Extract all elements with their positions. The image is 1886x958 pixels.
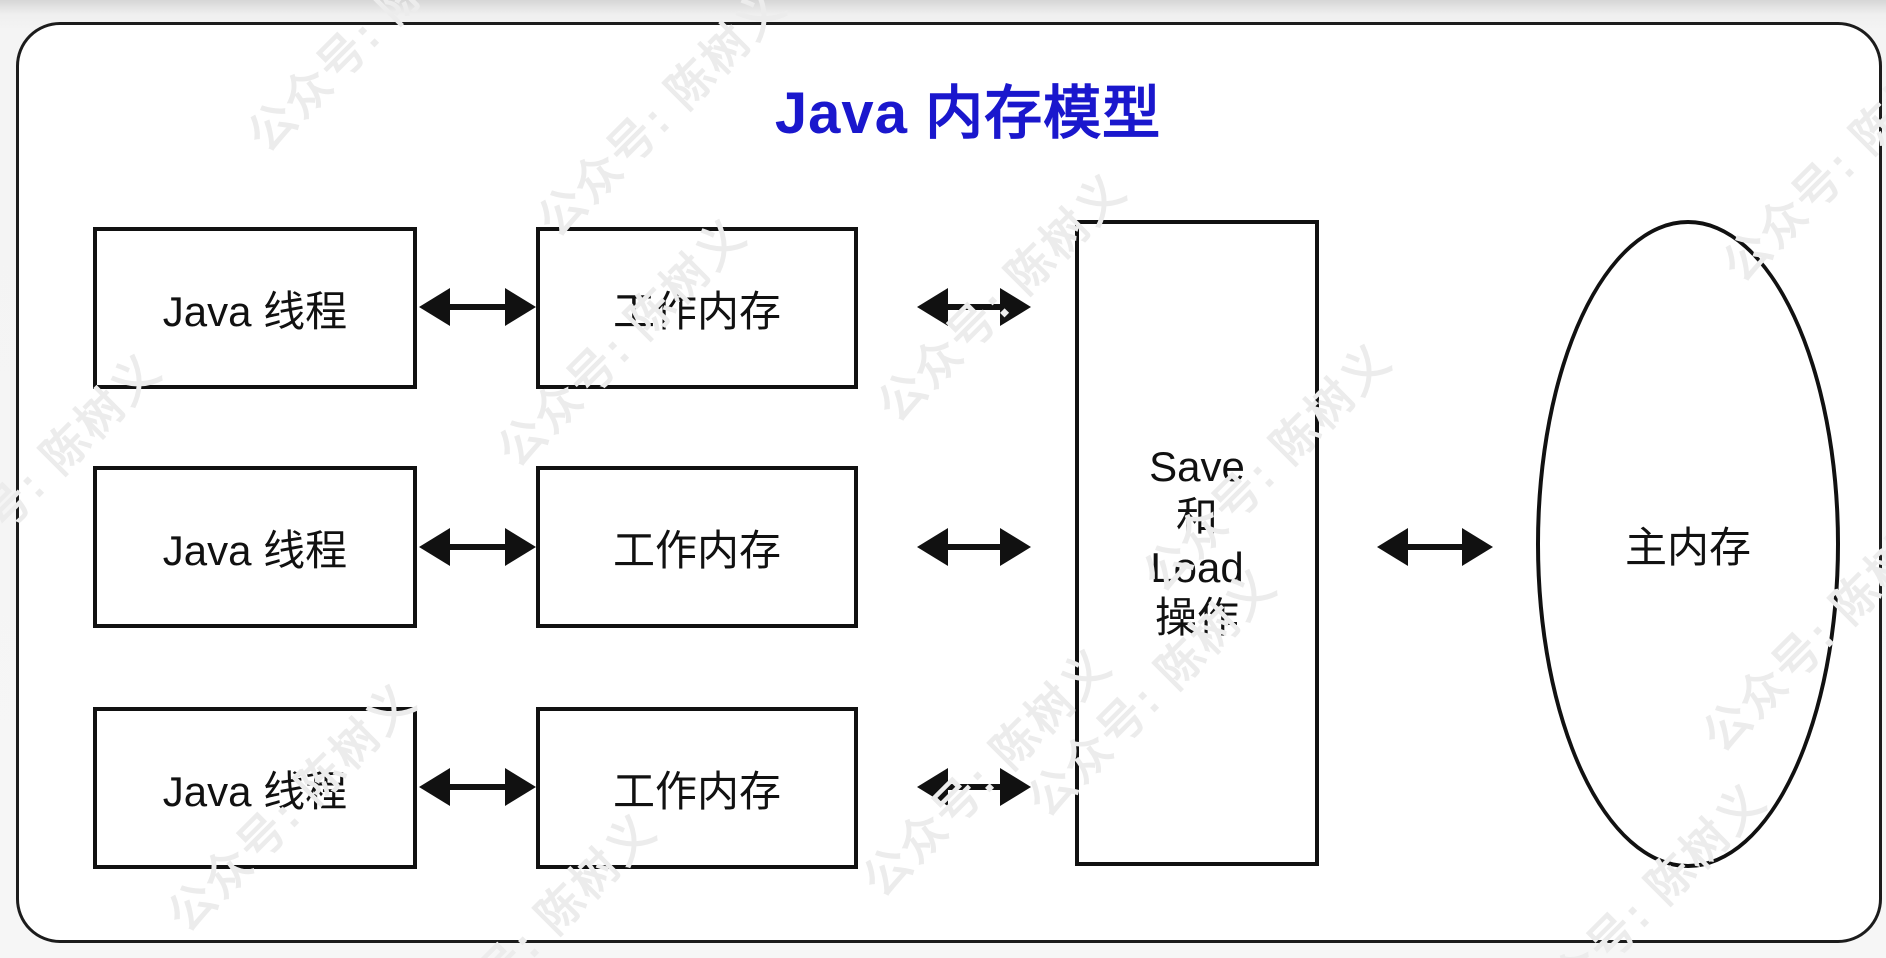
arrow-thread2-work2-icon	[419, 527, 536, 567]
arrowhead-left-icon	[419, 288, 450, 326]
diagram-title: Java 内存模型	[774, 81, 1162, 146]
arrow-work3-saveload-icon	[917, 767, 1031, 807]
arrow-shaft	[948, 304, 1000, 310]
save-load-box: Save 和 Load 操作	[1075, 220, 1319, 866]
main-memory-label: 主内存	[1624, 523, 1751, 571]
arrow-work1-saveload-icon	[917, 287, 1031, 327]
arrowhead-right-icon	[505, 288, 536, 326]
working-memory-label: 工作内存	[612, 287, 781, 335]
working-memory-label: 工作内存	[612, 526, 781, 574]
arrowhead-left-icon	[917, 288, 948, 326]
arrow-saveload-mainmemory-icon	[1377, 527, 1493, 567]
arrow-shaft	[450, 784, 505, 790]
arrowhead-right-icon	[1000, 528, 1031, 566]
arrow-thread3-work3-icon	[419, 767, 536, 807]
java-thread-box-2: Java 线程	[93, 466, 417, 628]
working-memory-box-2: 工作内存	[536, 466, 858, 628]
working-memory-box-1: 工作内存	[536, 227, 858, 389]
arrowhead-right-icon	[1000, 768, 1031, 806]
java-thread-label: Java 线程	[162, 287, 348, 335]
save-load-line: Load	[1150, 544, 1244, 591]
arrow-shaft	[948, 544, 1000, 550]
working-memory-label: 工作内存	[612, 767, 781, 815]
arrowhead-right-icon	[505, 528, 536, 566]
java-thread-box-3: Java 线程	[93, 707, 417, 869]
main-memory-ellipse: 主内存	[1536, 220, 1840, 868]
arrowhead-left-icon	[917, 768, 948, 806]
arrow-work2-saveload-icon	[917, 527, 1031, 567]
arrowhead-right-icon	[1462, 528, 1493, 566]
arrowhead-left-icon	[1377, 528, 1408, 566]
java-thread-label: Java 线程	[162, 526, 348, 574]
arrow-shaft	[450, 304, 505, 310]
arrowhead-right-icon	[505, 768, 536, 806]
arrowhead-left-icon	[419, 528, 450, 566]
working-memory-box-3: 工作内存	[536, 707, 858, 869]
arrowhead-right-icon	[1000, 288, 1031, 326]
java-thread-box-1: Java 线程	[93, 227, 417, 389]
arrow-shaft	[1408, 544, 1462, 550]
save-load-line: 和	[1175, 493, 1218, 541]
save-load-label: Save 和 Load 操作	[1149, 442, 1245, 644]
arrow-shaft	[948, 784, 1000, 790]
arrow-shaft	[450, 544, 505, 550]
arrowhead-left-icon	[419, 768, 450, 806]
save-load-line: Save	[1149, 443, 1245, 491]
save-load-line: 操作	[1154, 594, 1239, 642]
arrow-thread1-work1-icon	[419, 287, 536, 327]
arrowhead-left-icon	[917, 528, 948, 566]
java-thread-label: Java 线程	[162, 767, 348, 815]
